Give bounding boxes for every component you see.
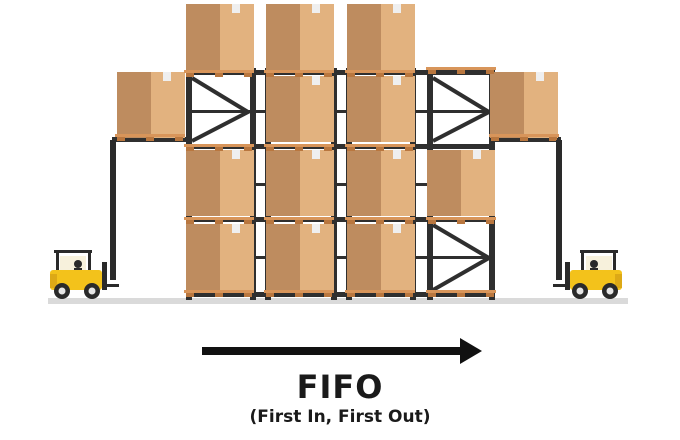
arrow-right-icon [202,338,482,364]
diagram-subtitle: (First In, First Out) [249,407,431,427]
warehouse-floor [48,298,628,304]
forklift-icon [50,140,119,299]
diagram-title: FIFO [296,368,384,406]
forklift-icon-right [553,140,622,299]
rack-cross-brace [190,76,494,292]
